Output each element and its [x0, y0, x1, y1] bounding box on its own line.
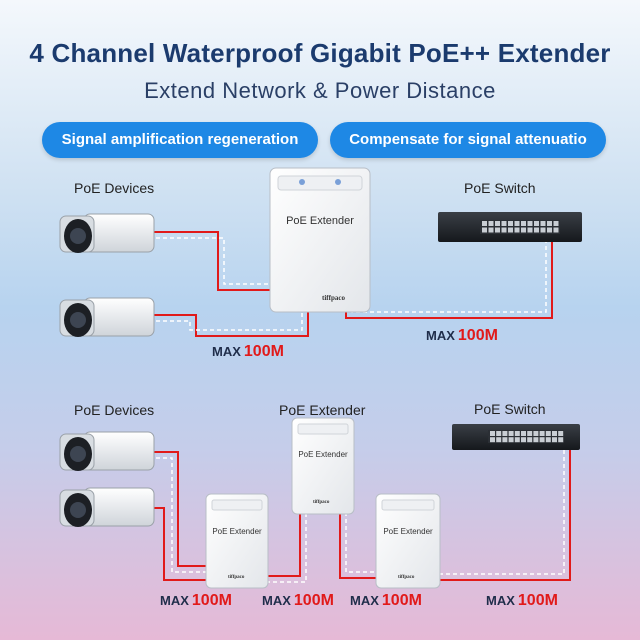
ethernet-port-icon — [547, 227, 552, 233]
page-subtitle: Extend Network & Power Distance — [144, 78, 496, 103]
brand-label: tiffpaco — [322, 294, 345, 302]
ethernet-port-icon — [496, 437, 502, 443]
ethernet-port-icon — [495, 227, 500, 233]
camera-icon — [59, 213, 155, 253]
ethernet-port-icon — [521, 227, 526, 233]
ethernet-port-icon — [521, 431, 526, 436]
ethernet-port-icon — [508, 227, 513, 233]
ethernet-port-icon — [547, 221, 552, 226]
poe-switch-label: PoE Switch — [474, 401, 546, 417]
poe-devices-label: PoE Devices — [74, 402, 155, 418]
extender-device-icon — [269, 167, 371, 313]
camera-icon — [59, 297, 155, 337]
ethernet-port-icon — [514, 437, 520, 443]
ethernet-port-icon — [514, 431, 520, 436]
ethernet-port-icon — [545, 437, 551, 443]
extender-label: PoE Extender — [212, 527, 262, 536]
ethernet-port-icon — [533, 431, 539, 436]
brand-label: tiffpaco — [398, 575, 415, 580]
brand-label: tiffpaco — [228, 575, 245, 580]
ethernet-port-icon — [527, 227, 533, 233]
ethernet-port-icon — [508, 431, 514, 436]
ethernet-port-icon — [501, 227, 507, 233]
ethernet-port-icon — [558, 431, 564, 436]
ethernet-port-icon — [501, 221, 507, 226]
ethernet-port-icon — [540, 221, 546, 226]
ethernet-port-icon — [539, 437, 545, 443]
feature-badge-compensation: Compensate for signal attenuatio — [330, 122, 606, 158]
ethernet-port-icon — [558, 437, 564, 443]
ethernet-port-icon — [482, 227, 487, 233]
ethernet-port-icon — [514, 221, 520, 226]
ethernet-port-icon — [490, 437, 495, 443]
ethernet-port-icon — [502, 431, 508, 436]
ethernet-port-icon — [553, 227, 559, 233]
camera-icon — [59, 431, 155, 471]
poe-switch-label: PoE Switch — [464, 180, 536, 196]
ethernet-port-icon — [545, 431, 551, 436]
ethernet-port-icon — [508, 221, 513, 226]
ethernet-port-icon — [488, 221, 494, 226]
ethernet-port-icon — [527, 431, 533, 436]
extender-label: PoE Extender — [286, 215, 354, 227]
extender-device-icon — [205, 493, 269, 589]
ethernet-port-icon — [508, 437, 514, 443]
ethernet-port-icon — [539, 431, 545, 436]
extender-label: PoE Extender — [298, 450, 348, 459]
extender-label: PoE Extender — [383, 527, 433, 536]
ethernet-port-icon — [521, 221, 526, 226]
page-title: 4 Channel Waterproof Gigabit PoE++ Exten… — [29, 38, 611, 68]
ethernet-port-icon — [527, 437, 533, 443]
ethernet-port-icon — [527, 221, 533, 226]
brand-label: tiffpaco — [313, 500, 330, 505]
ethernet-port-icon — [490, 431, 495, 436]
ethernet-port-icon — [495, 221, 500, 226]
ethernet-port-icon — [482, 221, 487, 226]
ethernet-port-icon — [502, 437, 508, 443]
extender-device-icon — [375, 493, 441, 589]
ethernet-port-icon — [534, 227, 539, 233]
camera-icon — [59, 487, 155, 527]
ethernet-port-icon — [553, 221, 559, 226]
ethernet-port-icon — [534, 221, 539, 226]
feature-badge-amplification: Signal amplification regeneration — [42, 122, 318, 158]
ethernet-port-icon — [514, 227, 520, 233]
ethernet-port-icon — [496, 431, 502, 436]
ethernet-port-icon — [488, 227, 494, 233]
ethernet-port-icon — [552, 437, 557, 443]
ethernet-port-icon — [552, 431, 557, 436]
poe-extender-title: PoE Extender — [279, 402, 366, 418]
extender-device-icon — [291, 417, 355, 515]
ethernet-port-icon — [521, 437, 526, 443]
poe-devices-label: PoE Devices — [74, 180, 155, 196]
ethernet-port-icon — [540, 227, 546, 233]
ethernet-port-icon — [533, 437, 539, 443]
